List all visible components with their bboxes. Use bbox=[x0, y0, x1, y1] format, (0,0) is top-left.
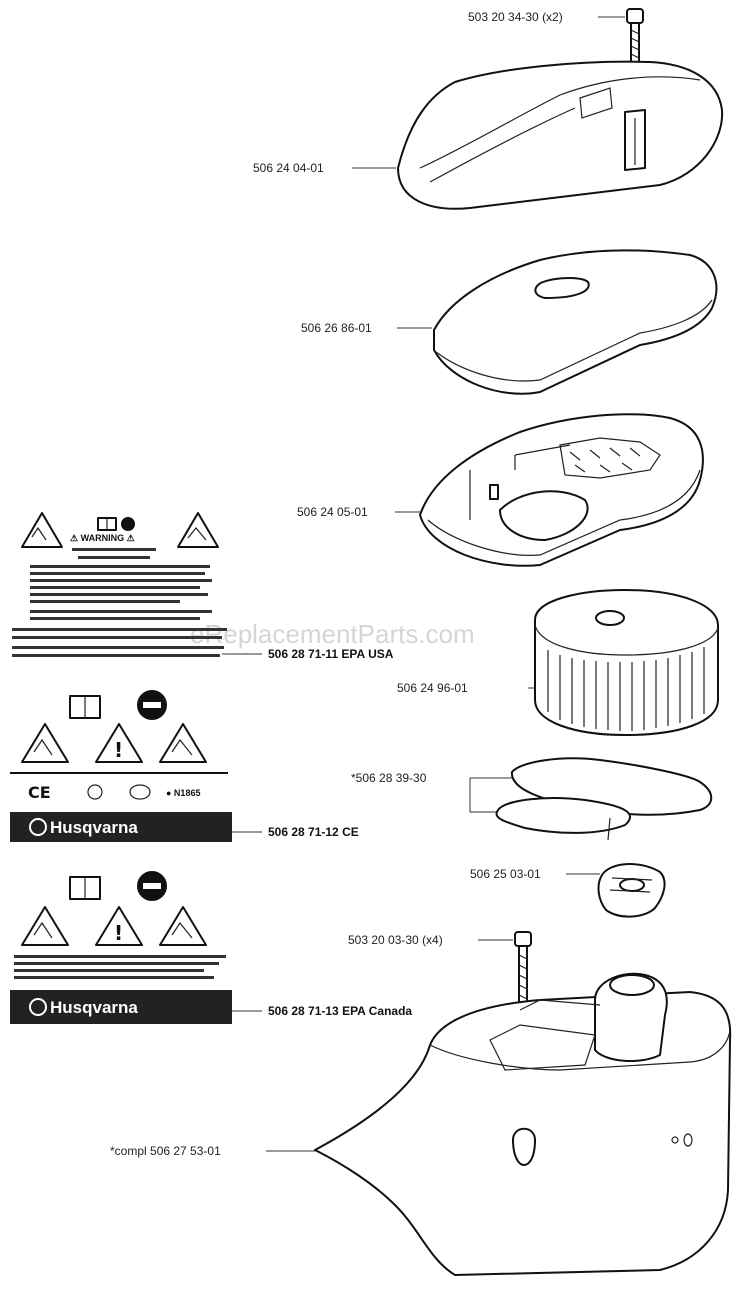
label-air-filter: 506 24 96-01 bbox=[397, 681, 468, 695]
label-screw-top: 503 20 34-30 (x2) bbox=[468, 10, 563, 24]
label-decal-ce: 506 28 71-12 CE bbox=[268, 825, 359, 839]
decal-ce-brand: Husqvarna bbox=[50, 818, 138, 837]
label-decal-usa: 506 28 71-11 EPA USA bbox=[268, 647, 394, 661]
decal-ce-exclamation: ! bbox=[114, 738, 123, 762]
housing-part[interactable] bbox=[314, 972, 732, 1276]
decal-usa-warning-title: ⚠ WARNING ⚠ bbox=[70, 533, 135, 543]
label-screw-bottom: 503 20 03-30 (x4) bbox=[348, 933, 443, 947]
gasket-part[interactable] bbox=[495, 757, 713, 841]
watermark: eReplacementParts.com bbox=[190, 619, 475, 649]
decal-ce-mark: CE bbox=[28, 783, 51, 802]
filter-holder-part[interactable] bbox=[419, 413, 704, 567]
grommet-part[interactable] bbox=[597, 863, 666, 918]
decal-canada-brand: Husqvarna bbox=[50, 998, 138, 1017]
label-grommet: 506 25 03-01 bbox=[470, 867, 541, 881]
label-decal-canada: 506 28 71-13 EPA Canada bbox=[268, 1004, 412, 1018]
label-gasket: *506 28 39-30 bbox=[351, 771, 427, 785]
decal-canada-exclamation: ! bbox=[114, 921, 123, 945]
cover-part[interactable] bbox=[397, 60, 724, 210]
decal-ce-part[interactable]: ! CE ● N1865 Husqvarna bbox=[10, 690, 232, 842]
decal-ce-cert: ● N1865 bbox=[166, 788, 200, 798]
decal-usa-fine-print bbox=[12, 548, 227, 657]
decal-usa-part[interactable]: ⚠ WARNING ⚠ bbox=[12, 512, 227, 657]
decal-canada-fine-print bbox=[14, 955, 226, 979]
label-filter-cover: 506 26 86-01 bbox=[301, 321, 372, 335]
leader-gasket bbox=[469, 777, 512, 813]
label-filter-holder: 506 24 05-01 bbox=[297, 505, 368, 519]
label-cover: 506 24 04-01 bbox=[253, 161, 324, 175]
label-housing: *compl 506 27 53-01 bbox=[110, 1144, 221, 1158]
air-filter-part[interactable] bbox=[534, 589, 719, 736]
decal-canada-part[interactable]: ! Husqvarna bbox=[10, 871, 232, 1024]
filter-cover-part[interactable] bbox=[433, 249, 718, 395]
